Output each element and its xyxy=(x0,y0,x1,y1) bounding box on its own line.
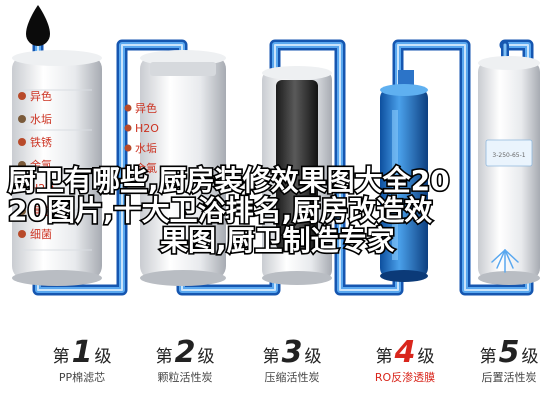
stage-prefix: 第 xyxy=(480,347,497,367)
stage-number: 2 xyxy=(175,335,196,370)
contaminant-label: 细菌 xyxy=(30,228,52,241)
contaminant-icon xyxy=(18,92,26,100)
contaminant-icon xyxy=(124,164,132,172)
stage-2-subtitle: 颗粒活性炭 xyxy=(158,370,213,384)
contaminant-icon xyxy=(18,115,26,123)
title-line-3: 果图,厨卫制造专家 xyxy=(160,224,395,257)
contaminant-label: H2O xyxy=(135,122,159,135)
contaminant-label: 异色 xyxy=(30,89,52,103)
contaminant-icon xyxy=(18,207,26,215)
stage-prefix: 第 xyxy=(263,347,280,367)
contaminant-label: 水垢 xyxy=(135,142,157,155)
contaminant-icon xyxy=(124,104,132,112)
contaminant-icon xyxy=(18,230,26,238)
contaminant-label: 余氯 xyxy=(30,158,52,172)
contaminant-label: 铁锈 xyxy=(30,136,52,149)
spray-icon xyxy=(491,249,519,273)
stage-5-subtitle: 后置活性炭 xyxy=(482,370,537,384)
filter-2-granular xyxy=(140,50,226,286)
stage-suffix: 级 xyxy=(94,347,111,367)
contaminant-label: 水垢 xyxy=(30,113,52,126)
stage-prefix: 第 xyxy=(376,347,393,367)
contaminant-icon xyxy=(18,184,26,192)
title-line-2: 20图片,十大卫浴排名,厨房改造效 xyxy=(8,194,432,227)
contaminant-icon xyxy=(18,138,26,146)
filter-5-post: 3-250-65-1 xyxy=(478,56,540,285)
filter-1-pp xyxy=(12,50,102,286)
stage-prefix: 第 xyxy=(53,347,70,367)
contaminant-label: 异色 xyxy=(135,101,157,115)
stage-number: 4 xyxy=(394,335,416,370)
filter-3-compressed xyxy=(262,66,332,285)
contaminant-label: H2O xyxy=(30,182,54,195)
stage-suffix: 级 xyxy=(417,347,434,367)
gauge-label: 3-250-65-1 xyxy=(492,152,525,159)
stage-3-subtitle: 压缩活性炭 xyxy=(265,370,320,384)
contaminant-label: 余氯 xyxy=(135,161,157,175)
stage-suffix: 级 xyxy=(521,347,538,367)
stage-4-subtitle: RO反渗透膜 xyxy=(375,370,435,384)
title-line-1: 厨卫有哪些,厨房装修效果图大全20 xyxy=(8,164,450,197)
stage-suffix: 级 xyxy=(304,347,321,367)
stage-prefix: 第 xyxy=(156,347,173,367)
contaminant-icon xyxy=(18,161,26,169)
stage-suffix: 级 xyxy=(197,347,214,367)
water-drop-icon xyxy=(26,5,50,46)
filter-4-ro xyxy=(380,70,428,282)
contaminant-icon xyxy=(124,124,132,132)
stage-1-subtitle: PP棉滤芯 xyxy=(59,370,105,384)
contaminant-label: 重金属 xyxy=(30,204,63,218)
stage-number: 5 xyxy=(499,335,520,370)
contaminant-icon xyxy=(124,144,132,152)
stage-number: 1 xyxy=(72,335,93,370)
stage-number: 3 xyxy=(282,335,303,370)
overlay-title: 厨卫有哪些,厨房装修效果图大全20 20图片,十大卫浴排名,厨房改造效 果图,厨… xyxy=(6,162,451,258)
